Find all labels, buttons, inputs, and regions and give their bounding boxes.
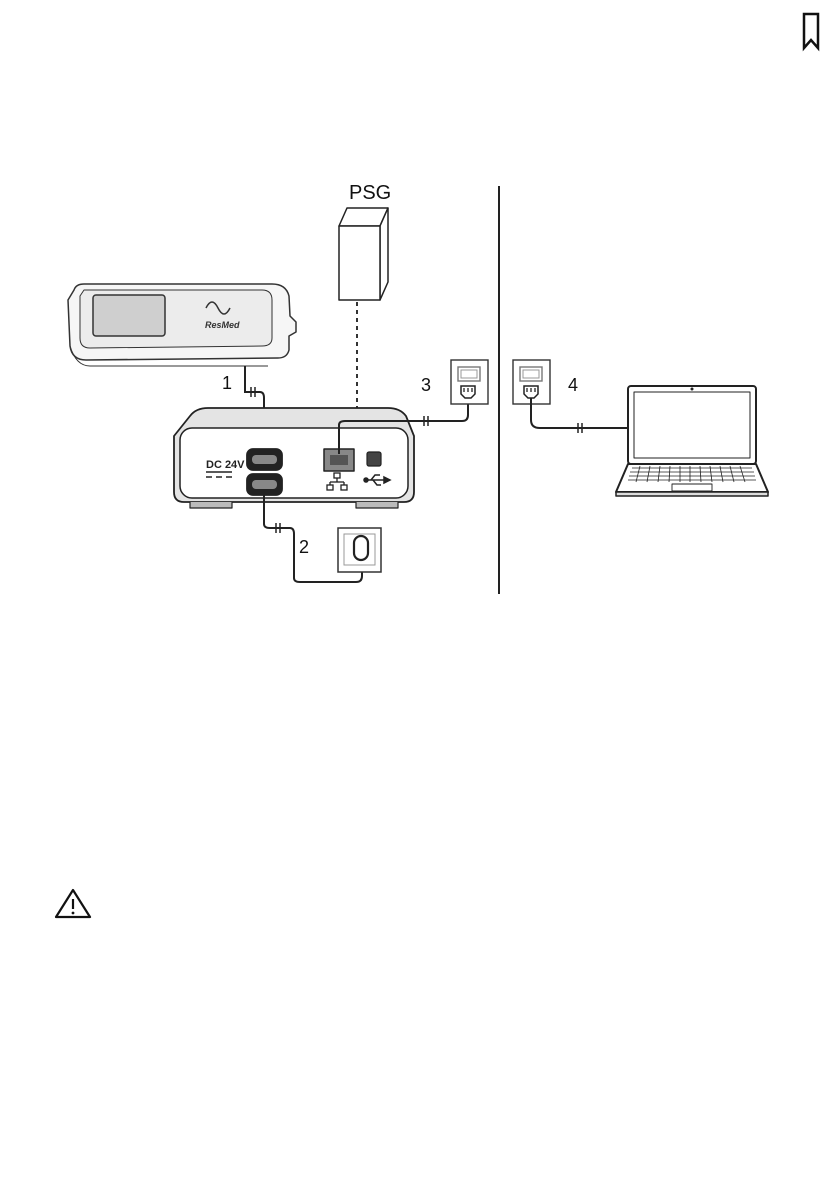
callout-2: 2: [299, 537, 309, 557]
callout-4: 4: [568, 375, 578, 395]
bookmark-icon: [804, 14, 818, 48]
device-brand-label: ResMed: [205, 320, 240, 330]
power-outlet: [338, 528, 381, 572]
cpap-device: ResMed: [68, 284, 296, 366]
callout-1: 1: [222, 373, 232, 393]
laptop: [616, 386, 768, 496]
warning-triangle-icon: [56, 890, 90, 917]
dc-label: DC 24V: [206, 459, 245, 471]
hub-device: [174, 408, 414, 508]
psg-device: [339, 208, 388, 300]
network-jack-3: [451, 360, 488, 404]
psg-label: PSG: [349, 182, 391, 204]
network-jack-4: [513, 360, 550, 404]
callout-3: 3: [421, 375, 431, 395]
